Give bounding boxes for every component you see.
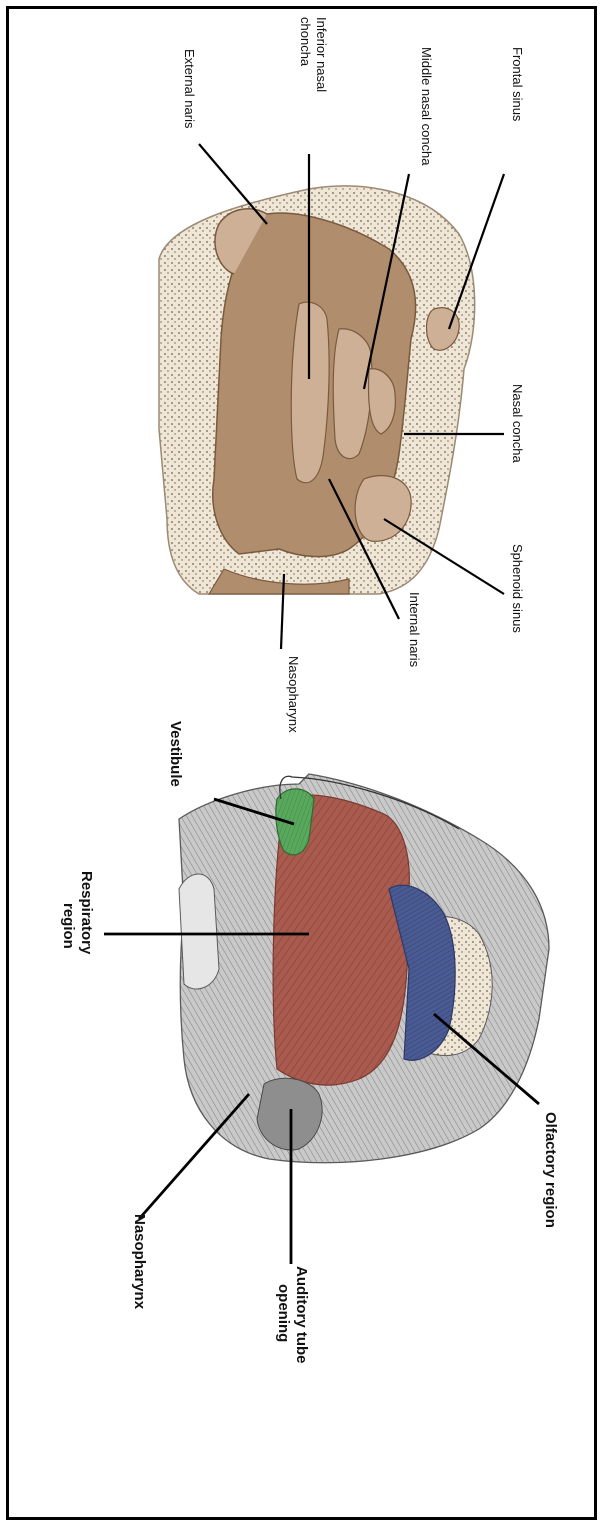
label-vestibule: Vestibule xyxy=(167,721,184,787)
label-frontal-sinus: Frontal sinus xyxy=(510,47,525,122)
label-auditory-tube-line2: opening xyxy=(275,1284,292,1342)
label-internal-naris: Internal naris xyxy=(407,592,422,668)
leader-nasopharynx-bottom xyxy=(139,1094,249,1219)
label-sphenoid-sinus: Sphenoid sinus xyxy=(510,544,525,633)
teeth-maxilla xyxy=(179,874,219,989)
label-nasopharynx-bottom: Nasopharynx xyxy=(131,1214,148,1310)
label-external-naris: External naris xyxy=(182,49,197,129)
figure-frame: Frontal sinus Middle nasal concha Inferi… xyxy=(6,6,597,1520)
top-illustration xyxy=(159,186,475,594)
bottom-illustration xyxy=(179,774,549,1163)
anatomy-figure: Frontal sinus Middle nasal concha Inferi… xyxy=(9,9,597,1520)
inferior-concha-shape xyxy=(291,302,329,483)
label-respiratory-region-line2: region xyxy=(60,903,77,949)
label-middle-nasal-concha: Middle nasal concha xyxy=(419,47,434,166)
label-inferior-nasal-concha-line1: Inferior nasal xyxy=(314,17,329,92)
label-auditory-tube-line1: Auditory tube xyxy=(293,1266,310,1364)
label-respiratory-region-line1: Respiratory xyxy=(78,871,95,955)
label-inferior-nasal-concha-line2: choncha xyxy=(298,17,313,67)
label-nasal-concha: Nasal concha xyxy=(510,384,525,464)
label-nasopharynx-top: Nasopharynx xyxy=(286,656,301,733)
label-olfactory-region: Olfactory region xyxy=(542,1112,559,1228)
